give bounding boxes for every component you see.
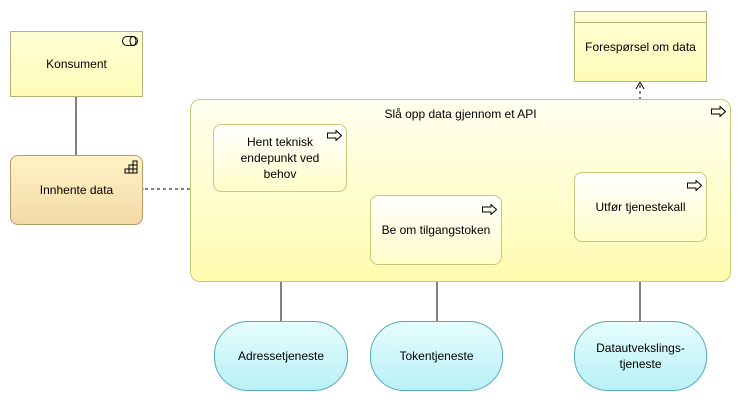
perform-call-process[interactable]: Utfør tjenestekall [574, 172, 707, 242]
consumer-role[interactable]: Konsument [10, 31, 143, 97]
fetch-data-label: Innhente data [39, 183, 114, 197]
api-lookup-label: Slå opp data gjennom et API [384, 107, 537, 121]
get-endpoint-label: Hent teknisk endepunkt ved behov [240, 135, 320, 181]
actor-role-icon [122, 36, 138, 46]
perform-call-label: Utfør tjenestekall [595, 200, 686, 214]
data-exchange-service-label: Datautvekslings- tjeneste [596, 341, 685, 371]
fetch-data-function[interactable]: Innhente data [10, 155, 143, 225]
consumer-label: Konsument [46, 57, 107, 71]
process-arrow-icon [687, 180, 702, 191]
object-header-bar [575, 22, 706, 23]
address-service[interactable]: Adressetjeneste [214, 321, 348, 391]
process-arrow-icon [482, 204, 497, 215]
data-request-object[interactable]: Forespørsel om data [574, 11, 707, 82]
address-service-label: Adressetjeneste [237, 349, 325, 363]
token-service[interactable]: Tokentjeneste [370, 321, 503, 391]
process-arrow-icon [327, 130, 342, 141]
token-service-label: Tokentjeneste [399, 349, 474, 363]
get-endpoint-process[interactable]: Hent teknisk endepunkt ved behov [213, 124, 347, 192]
request-token-process[interactable]: Be om tilgangstoken [370, 195, 502, 265]
data-request-label: Forespørsel om data [585, 39, 696, 54]
data-exchange-service[interactable]: Datautvekslings- tjeneste [574, 321, 707, 391]
process-group-icon [124, 160, 138, 174]
request-token-label: Be om tilgangstoken [381, 223, 491, 237]
process-arrow-icon [711, 106, 726, 117]
